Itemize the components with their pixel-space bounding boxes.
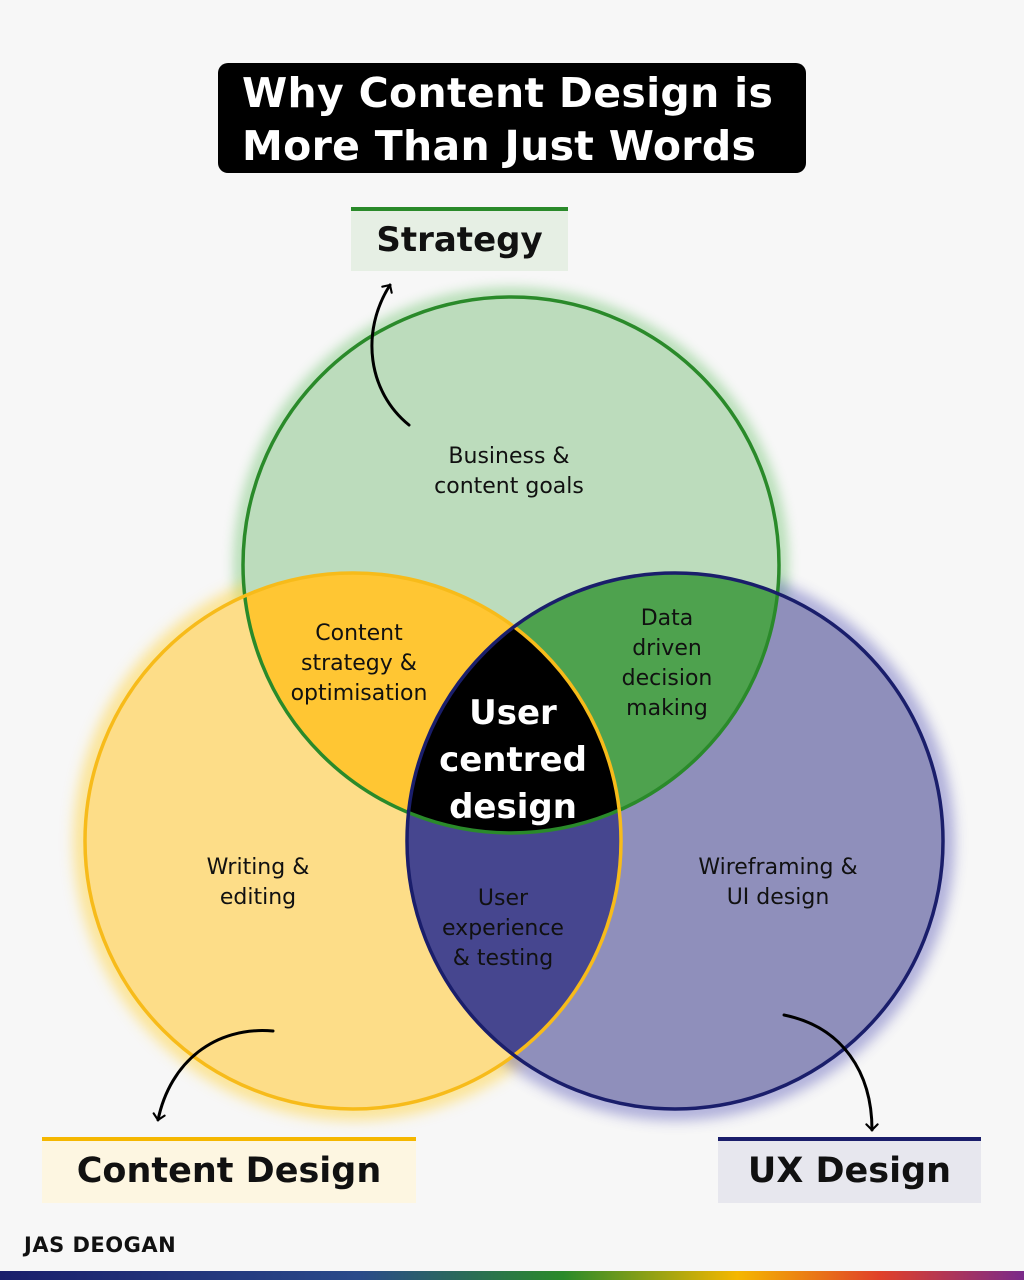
region-text-line: editing <box>220 885 296 910</box>
region-text-line: design <box>449 787 577 827</box>
region-text-line: strategy & <box>301 651 417 676</box>
strategy-content-text: Content strategy & optimisation <box>291 621 428 706</box>
region-text-line: Business & <box>448 444 569 469</box>
strategy-arrow <box>370 283 411 427</box>
title-line-1: Why Content Design is <box>242 69 774 117</box>
region-text-line: driven <box>632 636 702 661</box>
content-outline <box>83 571 623 1111</box>
region-text-line: Content <box>315 621 403 646</box>
region-text-line: content goals <box>434 474 584 499</box>
strategy-ux-text: Data driven decision making <box>622 606 713 721</box>
region-text-line: User <box>478 886 529 911</box>
content-ux-text: User experience & testing <box>442 886 564 971</box>
region-text-line: UI design <box>727 885 830 910</box>
strategy-region-text: Business & content goals <box>434 444 584 499</box>
center-text: User centred design <box>439 693 587 827</box>
brand-logo: JAS DEOGAN <box>24 1233 177 1257</box>
region-text-line: optimisation <box>291 681 428 706</box>
title-banner: Why Content Design is More Than Just Wor… <box>218 63 806 173</box>
region-text-line: Wireframing & <box>698 855 857 880</box>
region-text-line: experience <box>442 916 564 941</box>
content-design-label: Content Design <box>42 1137 416 1203</box>
region-text-line: decision <box>622 666 713 691</box>
bottom-gradient-bar <box>0 1271 1024 1280</box>
strategy-outline <box>241 295 781 835</box>
region-text-line: Writing & <box>207 855 310 880</box>
ux-arrow <box>782 1013 879 1132</box>
content-region-text: Writing & editing <box>207 855 310 910</box>
content-arrow <box>152 1029 275 1122</box>
title-line-2: More Than Just Words <box>242 122 757 170</box>
region-text-line: & testing <box>453 946 553 971</box>
center-overlap <box>407 573 621 833</box>
ux-region-text: Wireframing & UI design <box>698 855 857 910</box>
region-text-line: making <box>626 696 708 721</box>
strategy-label: Strategy <box>351 207 568 271</box>
region-text-line: centred <box>439 740 587 780</box>
region-text-line: Data <box>641 606 694 631</box>
region-text-line: User <box>469 693 557 733</box>
ux-design-label: UX Design <box>718 1137 981 1203</box>
ux-outline <box>405 571 945 1111</box>
